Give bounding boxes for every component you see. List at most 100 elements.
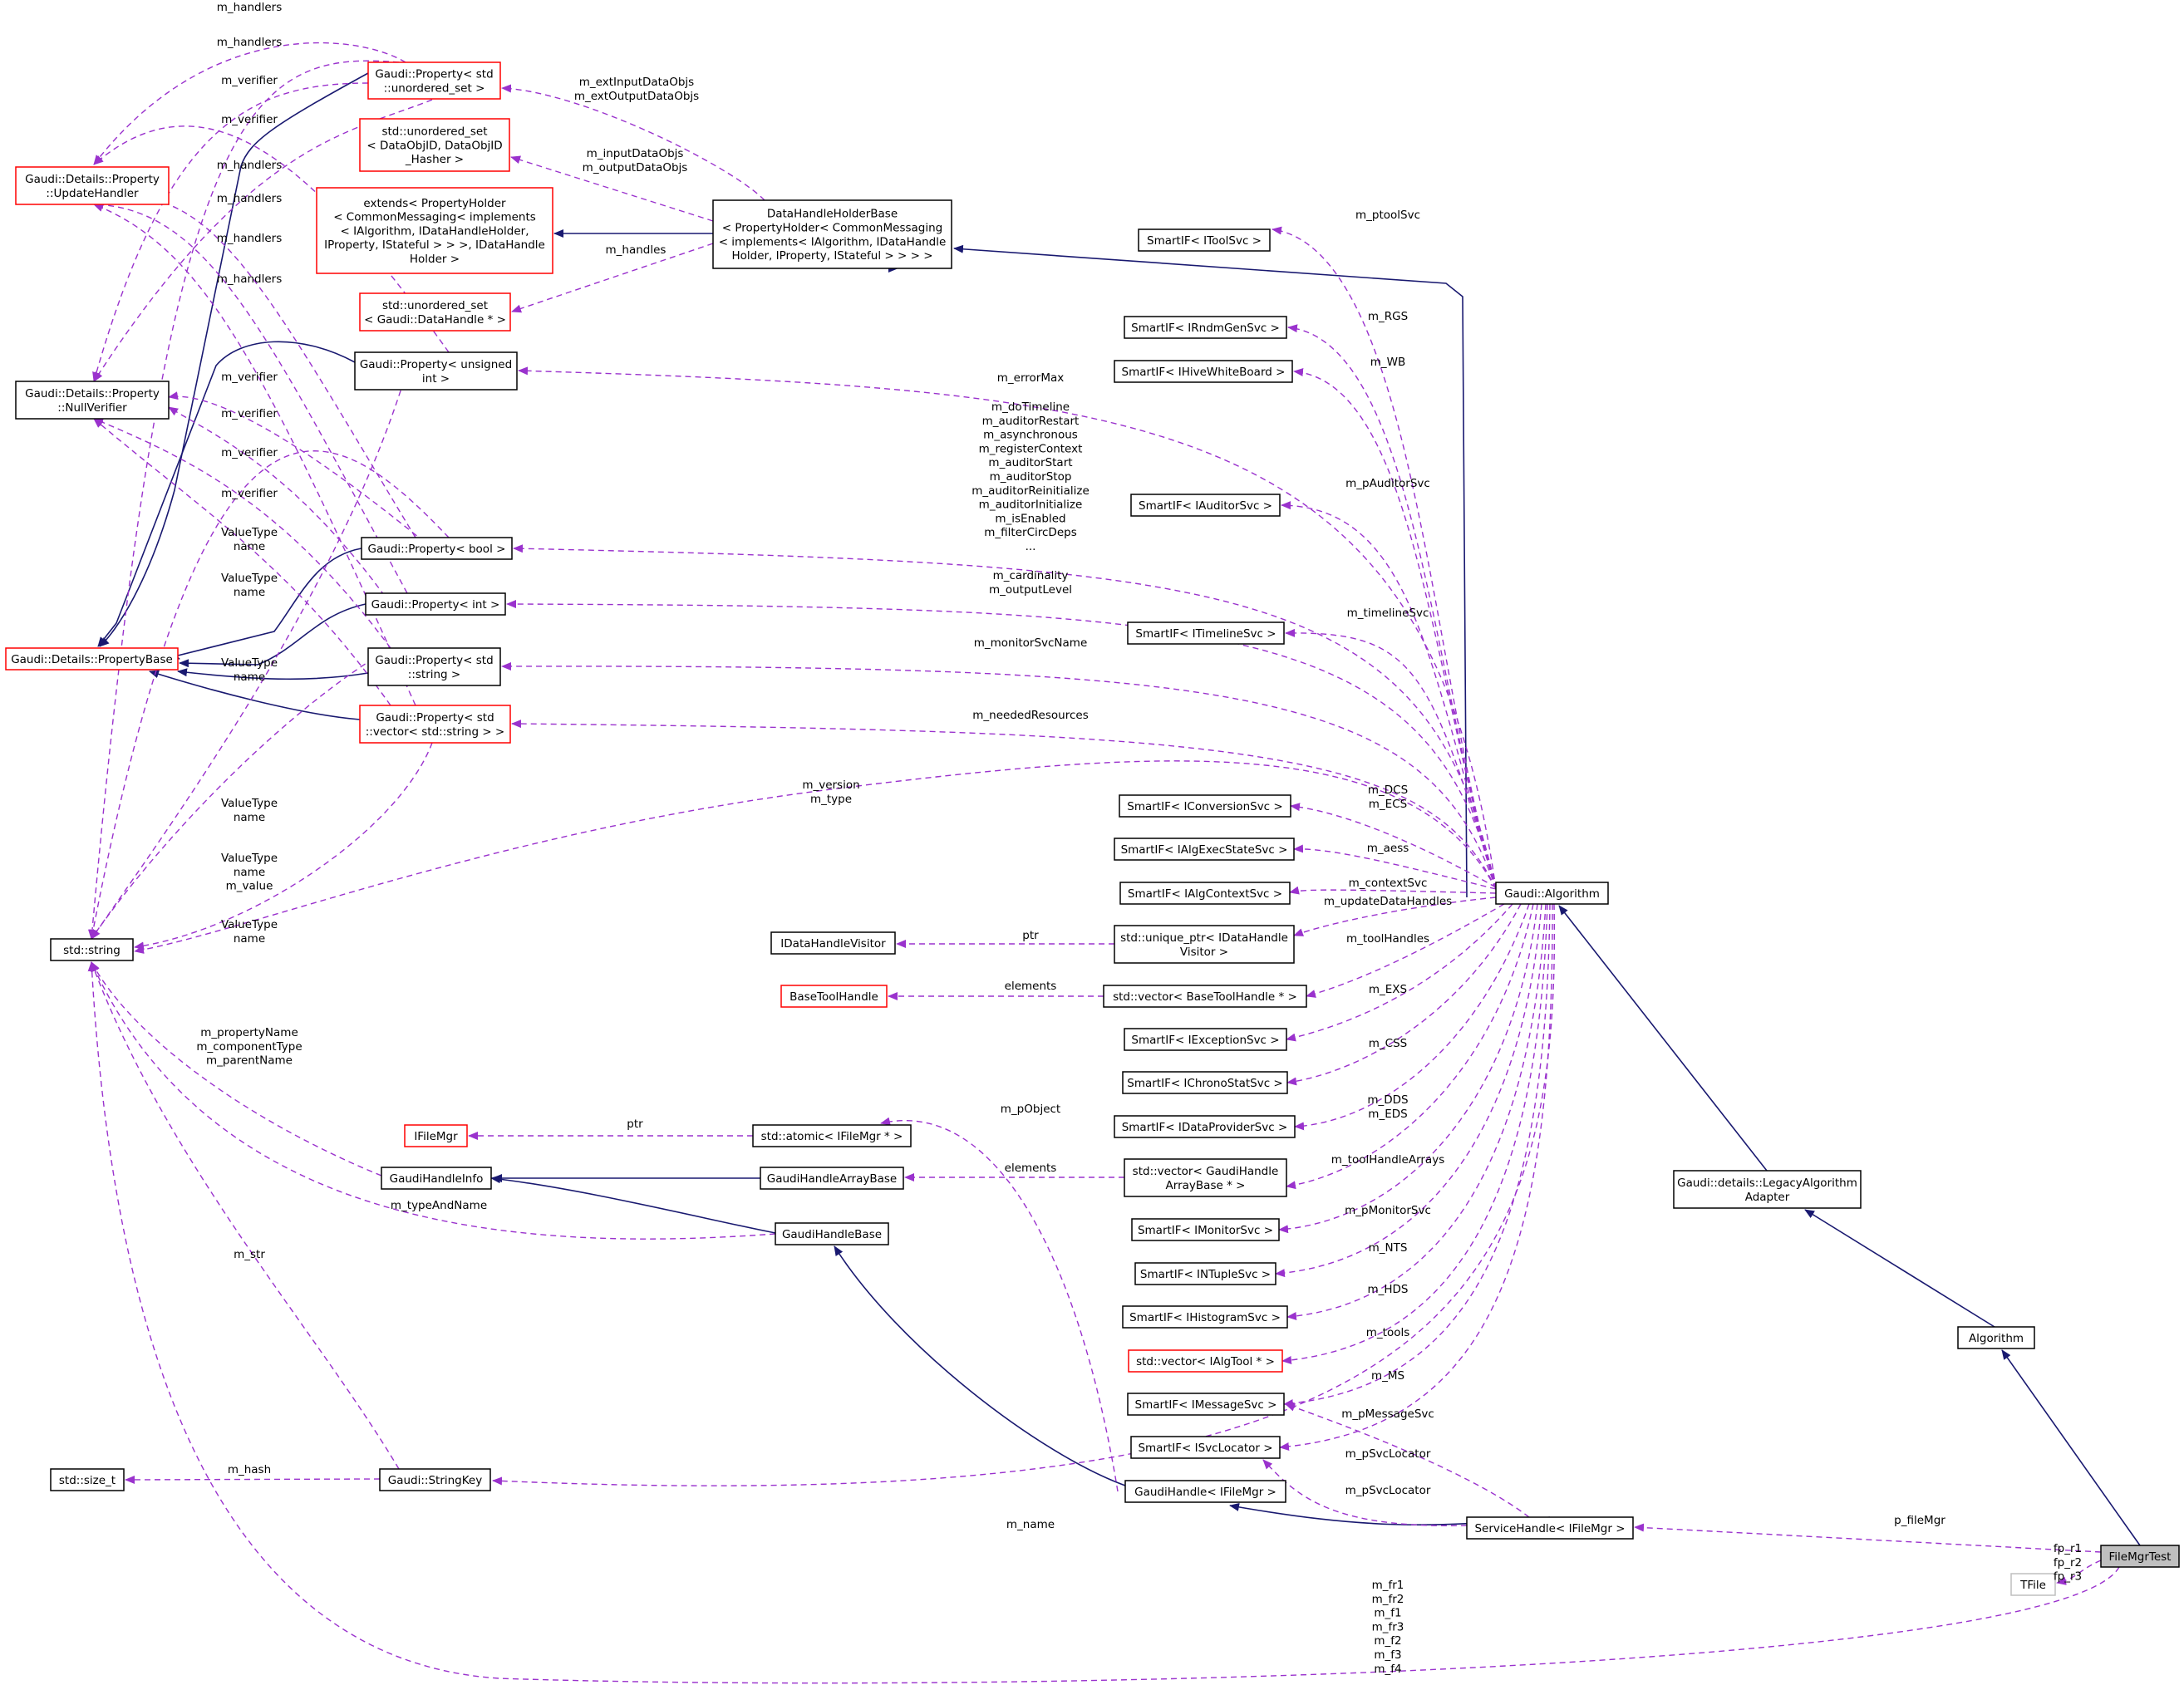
class-node-gaudi-stringkey[interactable]: Gaudi::StringKey: [379, 1468, 491, 1491]
class-node-label: SmartIF< INTupleSvc >: [1140, 1268, 1271, 1281]
class-node-label: TFile: [2019, 1579, 2046, 1592]
class-node-label: Gaudi::Details::Property: [25, 387, 160, 400]
class-node-extends-propholder[interactable]: extends< PropertyHolder< CommonMessaging…: [316, 187, 553, 274]
edge-label-text: m_tools: [1366, 1326, 1410, 1339]
edge-label-text: m_EXS: [1369, 983, 1407, 996]
class-node-smartif-intuplesvc[interactable]: SmartIF< INTupleSvc >: [1134, 1262, 1276, 1285]
class-node-algorithm[interactable]: Algorithm: [1957, 1326, 2035, 1349]
class-node-smartif-idataprovidersvc[interactable]: SmartIF< IDataProviderSvc >: [1114, 1115, 1296, 1138]
class-node-prop-bool[interactable]: Gaudi::Property< bool >: [361, 537, 513, 560]
inheritance-edge: [490, 1175, 776, 1234]
class-node-box: [1127, 621, 1285, 645]
class-node-update-handler[interactable]: Gaudi::Details::Property::UpdateHandler: [15, 166, 170, 205]
class-node-prop-string[interactable]: Gaudi::Property< std::string >: [367, 647, 501, 686]
edge-label-text: m_auditorRestart: [982, 415, 1080, 428]
class-node-prop-int[interactable]: Gaudi::Property< int >: [365, 592, 506, 616]
edge-label-m-typeandname: m_typeAndName: [391, 1199, 487, 1212]
edge-label-m-verifier-6: m_verifier: [221, 487, 278, 500]
edge-label-m-toolhandles: m_toolHandles: [1346, 932, 1429, 946]
class-node-smartif-itimelinesvc[interactable]: SmartIF< ITimelineSvc >: [1127, 621, 1285, 645]
node-layer: Gaudi::Details::Property::UpdateHandlerG…: [5, 61, 2180, 1596]
class-node-filemgrtest[interactable]: FileMgrTest: [2100, 1545, 2180, 1568]
class-node-label: Holder, IProperty, IStateful > > > >: [731, 249, 932, 263]
class-node-smartif-imessagesvc[interactable]: SmartIF< IMessageSvc >: [1127, 1393, 1285, 1416]
edge-label-text: m_RGS: [1368, 310, 1408, 323]
edge-label-text: m_registerContext: [979, 442, 1083, 455]
class-node-label: < CommonMessaging< implements: [333, 211, 536, 224]
member-edge: [1272, 226, 1497, 890]
class-node-unordered-set-dataobj[interactable]: std::unordered_set< DataObjID, DataObjID…: [359, 118, 510, 172]
class-node-prop-unordered-set[interactable]: Gaudi::Property< std::unordered_set >: [367, 61, 501, 100]
edge-label-text: ValueType: [221, 656, 278, 670]
class-node-smartif-isvclocator[interactable]: SmartIF< ISvcLocator >: [1130, 1436, 1281, 1459]
class-node-gaudihandle-ifilemgr[interactable]: GaudiHandle< IFileMgr >: [1124, 1480, 1286, 1503]
class-node-box: [1128, 1349, 1283, 1373]
class-node-smartif-ihistogramsvc[interactable]: SmartIF< IHistogramSvc >: [1122, 1305, 1288, 1329]
edge-label-text: ...: [1026, 540, 1036, 553]
class-node-gaudi-handle-array-base[interactable]: GaudiHandleArrayBase: [760, 1167, 904, 1190]
edge-label-text: name: [234, 866, 265, 879]
class-node-box: [712, 199, 952, 269]
edge-label-m-handlers-4: m_handlers: [217, 192, 283, 205]
class-node-label: GaudiHandleBase: [782, 1228, 882, 1241]
class-node-atomic-ifilemgr[interactable]: std::atomic< IFileMgr * >: [752, 1124, 912, 1147]
inheritance-edge: [953, 244, 1468, 898]
edge-label-text: m_doTimeline: [991, 400, 1070, 414]
class-node-prop-vector-string[interactable]: Gaudi::Property< std::vector< std::strin…: [359, 705, 511, 744]
class-node-smartif-iexceptionsvc[interactable]: SmartIF< IExceptionSvc >: [1124, 1028, 1287, 1051]
class-node-unordered-set-datahandle[interactable]: std::unordered_set< Gaudi::DataHandle * …: [359, 292, 511, 332]
class-node-vector-ialgtool[interactable]: std::vector< IAlgTool * >: [1128, 1349, 1283, 1373]
class-node-vector-basetoolhandle[interactable]: std::vector< BaseToolHandle * >: [1103, 985, 1307, 1008]
class-node-tfile[interactable]: TFile: [2010, 1573, 2056, 1596]
class-node-prop-unsigned[interactable]: Gaudi::Property< unsigned int >: [354, 351, 518, 391]
class-node-vector-gaudihandlearraybase[interactable]: std::vector< GaudiHandleArrayBase * >: [1124, 1158, 1287, 1197]
member-edge: [1281, 501, 1497, 890]
class-node-smartif-ichronostatsvc[interactable]: SmartIF< IChronoStatSvc >: [1122, 1071, 1288, 1094]
edge-label-text: m_verifier: [221, 113, 278, 126]
class-node-box: [1131, 1218, 1280, 1241]
class-node-std-size-t[interactable]: std::size_t: [50, 1468, 125, 1491]
edge-label-text: p_fileMgr: [1894, 1514, 1945, 1527]
class-node-null-verifier[interactable]: Gaudi::Details::Property::NullVerifier: [15, 381, 170, 420]
class-node-property-base[interactable]: Gaudi::Details::PropertyBase: [5, 647, 179, 671]
member-edge: [91, 961, 400, 1470]
class-node-base-tool-handle[interactable]: BaseToolHandle: [780, 985, 888, 1008]
class-node-smartif-ialgexecstatesvc[interactable]: SmartIF< IAlgExecStateSvc >: [1114, 838, 1295, 861]
class-node-box: [359, 118, 510, 172]
class-node-idatahandle-visitor[interactable]: IDataHandleVisitor: [770, 931, 896, 955]
class-node-box: [1119, 882, 1291, 905]
edge-label-text: m_verifier: [221, 487, 278, 500]
edge-label-p-filemgr: p_fileMgr: [1894, 1514, 1945, 1527]
member-edge: [89, 450, 450, 940]
class-node-smartif-ialgcontextsvc[interactable]: SmartIF< IAlgContextSvc >: [1119, 882, 1291, 905]
class-node-gaudi-handle-info[interactable]: GaudiHandleInfo: [381, 1167, 492, 1190]
class-node-datahandle-holder-base[interactable]: DataHandleHolderBase< PropertyHolder< Co…: [712, 199, 952, 269]
class-node-std-string[interactable]: std::string: [50, 938, 134, 961]
class-node-smartif-itoolsvc[interactable]: SmartIF< IToolSvc >: [1138, 228, 1271, 252]
edge-label-text: ptr: [627, 1118, 643, 1131]
class-node-box: [1124, 316, 1287, 339]
class-node-unique-ptr-visitor[interactable]: std::unique_ptr< IDataHandleVisitor >: [1114, 925, 1295, 964]
edge-label-m-handlers-2: m_handlers: [217, 36, 283, 49]
class-node-smartif-iconversionsvc[interactable]: SmartIF< IConversionSvc >: [1119, 794, 1291, 818]
class-node-smartif-irndmgensvc[interactable]: SmartIF< IRndmGenSvc >: [1124, 316, 1287, 339]
class-node-label: Gaudi::Details::PropertyBase: [11, 653, 173, 666]
class-node-smartif-imonitorsvc[interactable]: SmartIF< IMonitorSvc >: [1131, 1218, 1280, 1241]
class-node-ifilemgr[interactable]: IFileMgr: [404, 1124, 468, 1147]
edge-label-text: m_extOutputDataObjs: [574, 90, 699, 103]
class-node-label: std::vector< IAlgTool * >: [1136, 1355, 1275, 1368]
class-node-label: Algorithm: [1969, 1332, 2024, 1345]
class-node-smartif-iauditorsvc[interactable]: SmartIF< IAuditorSvc >: [1130, 494, 1281, 517]
class-node-gaudi-algorithm[interactable]: Gaudi::Algorithm: [1495, 882, 1609, 905]
edge-label-text: m_toolHandleArrays: [1331, 1153, 1444, 1167]
class-node-box: [1130, 1436, 1281, 1459]
class-node-servicehandle-ifilemgr[interactable]: ServiceHandle< IFileMgr >: [1466, 1516, 1634, 1540]
class-node-smartif-ihivewhiteboard[interactable]: SmartIF< IHiveWhiteBoard >: [1114, 360, 1293, 383]
class-node-box: [760, 1167, 904, 1190]
class-node-gaudi-handle-base[interactable]: GaudiHandleBase: [775, 1222, 889, 1245]
class-node-label: std::string: [63, 944, 121, 957]
class-node-label: Visitor >: [1180, 946, 1228, 959]
